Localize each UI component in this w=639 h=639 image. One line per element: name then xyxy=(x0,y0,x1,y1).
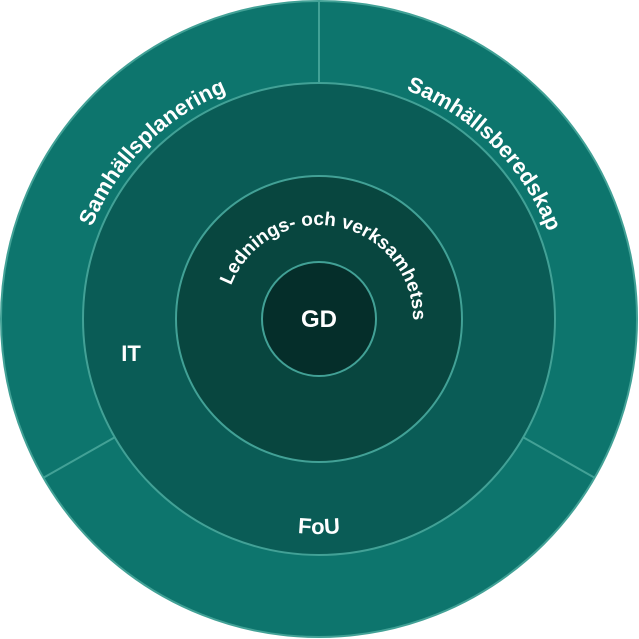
core-label-gd: GD xyxy=(301,306,337,333)
divider-left xyxy=(42,435,118,479)
segment-label-fou: FoU xyxy=(297,513,340,539)
svg-text:FoU: FoU xyxy=(297,513,340,539)
divider-right xyxy=(520,435,596,479)
ring-label-it: IT xyxy=(121,341,141,366)
core-circle xyxy=(261,261,377,377)
